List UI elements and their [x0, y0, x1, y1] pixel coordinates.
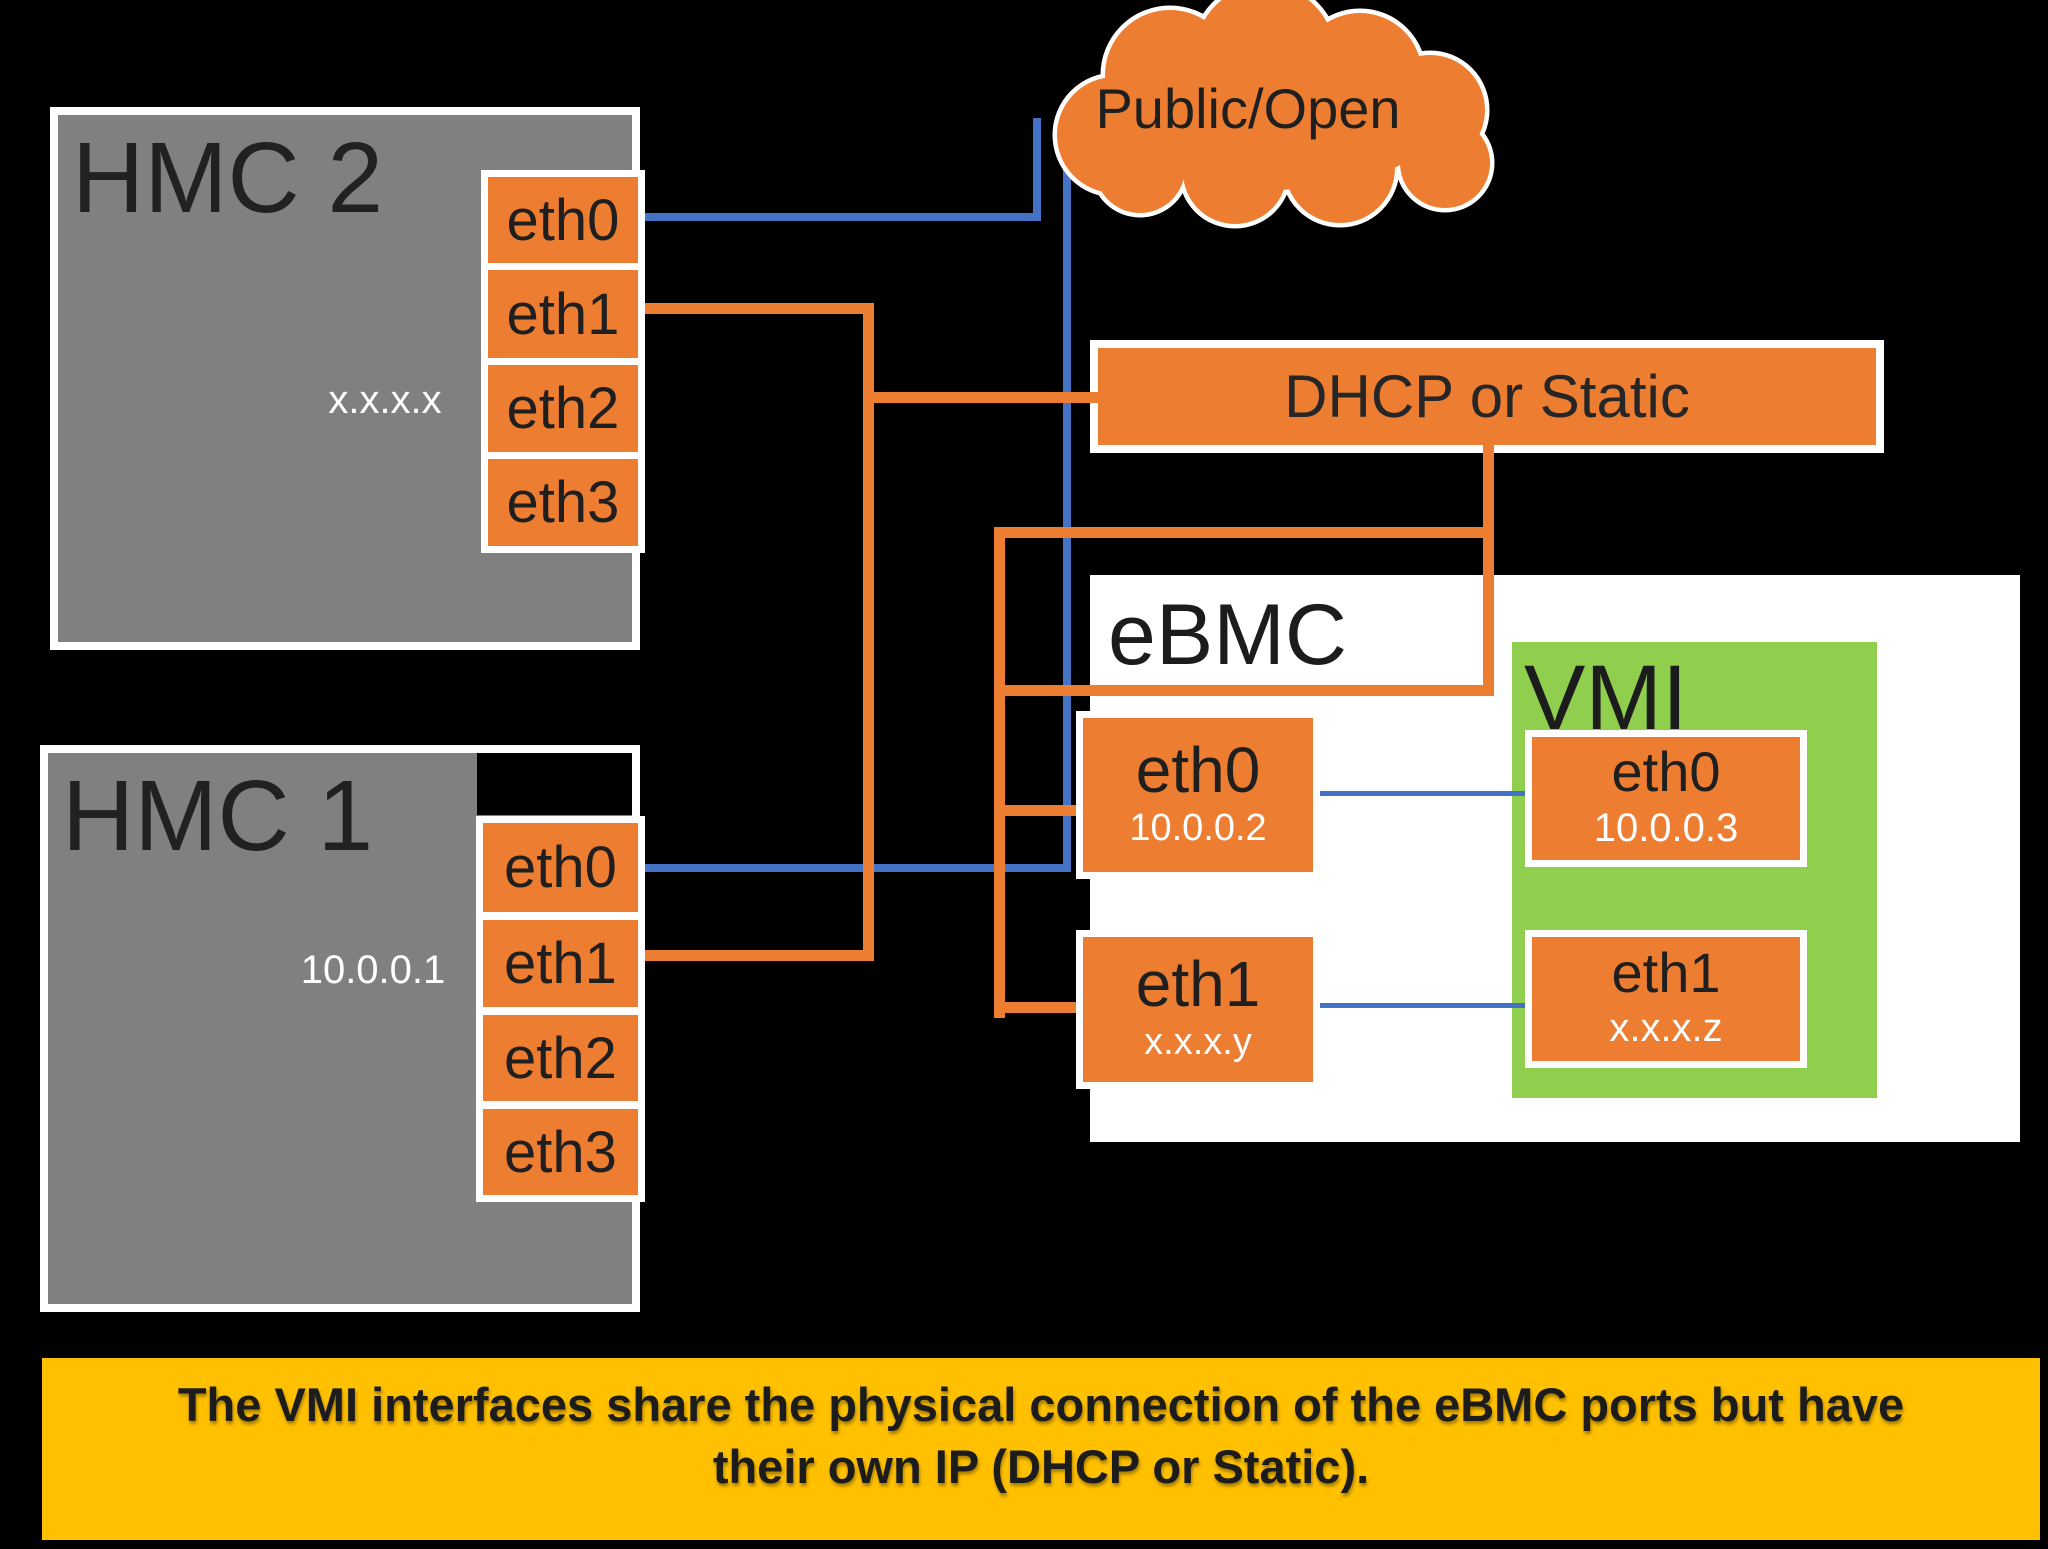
hmc1-port-eth3: eth3	[476, 1102, 645, 1202]
line-cloud-to-hmc1-eth0-horizontal	[638, 864, 1071, 872]
vmi-port-eth1: eth1 x.x.x.z	[1525, 930, 1807, 1068]
ebmc-port-eth1: eth1 x.x.x.y	[1076, 930, 1320, 1089]
line-dhcp-down-vertical	[1483, 445, 1494, 696]
hmc1-port-eth1: eth1	[476, 913, 645, 1014]
vmi-eth1-ip: x.x.x.z	[1609, 1006, 1723, 1051]
ebmc-title: eBMC	[1108, 587, 1347, 683]
line-hmc2-eth0-to-cloud-horizontal	[638, 213, 1041, 221]
hmc1-ip: 10.0.0.1	[300, 948, 446, 992]
line-ebmc-bus-mid-horizontal	[994, 685, 1494, 696]
vmi-title: VMI	[1524, 647, 1688, 749]
line-ebmc-bus-top-horizontal	[994, 527, 1494, 538]
ebmc-eth0-label: eth0	[1135, 733, 1261, 806]
hmc1-title: HMC 1	[62, 760, 374, 872]
hmc2-port-eth0-label: eth0	[506, 187, 620, 253]
line-bus-to-ebmc-eth0	[1005, 805, 1076, 816]
line-eth1-bus-vertical	[863, 303, 874, 961]
line-ebmc-eth0-to-vmi-eth0	[1313, 791, 1529, 796]
hmc2-port-eth3: eth3	[481, 452, 645, 553]
public-open-cloud: Public/Open	[1052, 0, 1495, 229]
hmc1-port-eth1-label: eth1	[504, 931, 617, 996]
vmi-eth0-ip: 10.0.0.3	[1593, 805, 1739, 850]
line-ebmc-bus-vertical	[994, 527, 1005, 1018]
hmc2-port-eth3-label: eth3	[506, 470, 620, 535]
info-banner: The VMI interfaces share the physical co…	[42, 1358, 2040, 1540]
cloud-label: Public/Open	[1095, 77, 1400, 140]
hmc2-port-eth1-label: eth1	[506, 281, 620, 347]
banner-line1: The VMI interfaces share the physical co…	[177, 1378, 1905, 1431]
line-ebmc-eth1-to-vmi-eth1	[1313, 1003, 1529, 1008]
hmc1-port-eth2-label: eth2	[504, 1025, 617, 1091]
hmc2-port-eth2-label: eth2	[506, 376, 620, 441]
dhcp-label: DHCP or Static	[1284, 363, 1690, 430]
line-bus-to-ebmc-eth1	[1005, 1002, 1076, 1013]
dhcp-or-static-box: DHCP or Static	[1090, 340, 1884, 453]
line-cloud-to-hmc1-eth0-vertical	[1063, 138, 1071, 872]
hmc1-port-eth0-label: eth0	[504, 835, 617, 900]
ebmc-port-eth0: eth0 10.0.0.2	[1076, 711, 1320, 879]
ebmc-eth0-ip: 10.0.0.2	[1129, 806, 1267, 849]
hmc1-port-eth2: eth2	[476, 1008, 645, 1108]
hmc2-port-eth2: eth2	[481, 358, 645, 459]
line-hmc2-eth1-right	[638, 303, 874, 314]
hmc2-title: HMC 2	[72, 122, 384, 234]
ebmc-eth1-label: eth1	[1135, 948, 1261, 1021]
hmc2-port-eth1: eth1	[481, 263, 645, 365]
ebmc-eth1-ip: x.x.x.y	[1144, 1021, 1252, 1064]
line-hmc2-eth0-to-cloud-vertical	[1033, 118, 1041, 221]
vmi-eth1-label: eth1	[1611, 940, 1721, 1004]
vmi-port-eth0: eth0 10.0.0.3	[1525, 730, 1807, 867]
banner-line2: their own IP (DHCP or Static).	[712, 1440, 1370, 1493]
line-hmc1-eth1-right	[638, 950, 863, 961]
line-bus-to-dhcp	[863, 392, 1098, 403]
hmc1-corner-patch	[477, 753, 632, 815]
hmc1-port-eth0: eth0	[476, 816, 645, 919]
hmc2-port-eth0: eth0	[481, 170, 645, 270]
hmc2-ip: x.x.x.x	[328, 378, 442, 422]
vmi-eth0-label: eth0	[1611, 740, 1721, 804]
hmc1-port-eth3-label: eth3	[504, 1119, 617, 1185]
